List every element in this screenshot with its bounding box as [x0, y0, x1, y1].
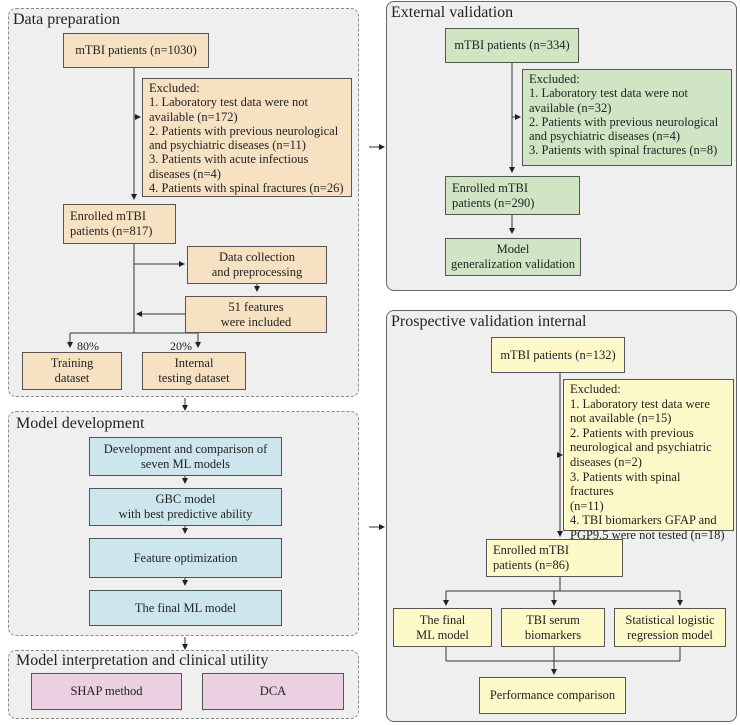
training-dataset-box: Training dataset — [22, 352, 122, 390]
external-enrolled-box: Enrolled mTBI patients (n=290) — [445, 176, 580, 215]
logistic-regression-box: Statistical logistic regression model — [614, 608, 726, 647]
excluded-line: PGP9.5 were not tested (n=18) — [570, 527, 725, 542]
performance-comparison-box: Performance comparison — [479, 677, 626, 714]
excluded-line: 3. Patients with spinal fractures (n=8) — [529, 143, 718, 158]
test-percent-label: 20% — [170, 339, 192, 353]
excluded-line: 3. Patients with spinal fractures — [570, 469, 681, 499]
external-excluded-box: Excluded: 1. Laboratory test data were n… — [522, 69, 732, 166]
excluded-line: 2. Patients with previous neurological — [529, 114, 719, 129]
excluded-line: (n=11) — [570, 498, 604, 513]
excluded-line: diseases (n=4) — [149, 166, 221, 181]
excluded-line: Excluded: — [149, 81, 200, 95]
tbi-serum-biomarkers-box: TBI serum biomarkers — [501, 608, 605, 647]
prospective-enrolled-box: Enrolled mTBI patients (n=86) — [486, 539, 623, 577]
excluded-line: 4. TBI biomarkers GFAP and — [570, 513, 717, 528]
excluded-line: 2. Patients with previous — [570, 425, 694, 440]
gbc-model-box: GBC model with best predictive ability — [89, 488, 282, 526]
feature-optimization-box: Feature optimization — [89, 538, 282, 578]
external-patients-box: mTBI patients (n=334) — [445, 28, 579, 63]
final-ml-model-box: The final ML model — [89, 590, 282, 626]
final-model-box: The final ML model — [393, 608, 492, 647]
data-collection-box: Data collection and preprocessing — [187, 246, 327, 284]
prospective-validation-title: Prospective validation internal — [391, 313, 587, 330]
excluded-line: 1. Laboratory test data were not — [529, 86, 688, 101]
train-percent-label: 80% — [77, 339, 99, 353]
excluded-line: 1. Laboratory test data were — [570, 396, 710, 411]
excluded-line: 2. Patients with previous neurological — [149, 123, 339, 138]
excluded-line: 3. Patients with acute infectious — [149, 152, 309, 167]
enrolled-box: Enrolled mTBI patients (n=817) — [63, 204, 176, 244]
generalization-validation-box: Model generalization validation — [445, 238, 581, 276]
internal-testing-box: Internal testing dataset — [142, 352, 246, 390]
excluded-line: 4. Patients with spinal fractures (n=26) — [149, 181, 344, 196]
interpretation-title: Model interpretation and clinical utilit… — [16, 652, 269, 669]
excluded-box: Excluded: 1. Laboratory test data were n… — [142, 78, 352, 197]
excluded-line: neurological and psychiatric — [570, 440, 712, 455]
excluded-line: not available (n=15) — [570, 411, 672, 426]
excluded-line: and psychiatric diseases (n=11) — [149, 138, 306, 153]
ml-comparison-box: Development and comparison of seven ML m… — [89, 437, 282, 476]
mtbi-patients-box: mTBI patients (n=1030) — [63, 33, 209, 68]
excluded-line: and psychiatric diseases (n=4) — [529, 129, 681, 144]
excluded-line: available (n=172) — [149, 109, 238, 124]
data-preparation-title: Data preparation — [13, 11, 121, 28]
excluded-line: 1. Laboratory test data were not — [149, 95, 308, 110]
dca-box: DCA — [202, 673, 344, 710]
excluded-line: available (n=32) — [529, 100, 612, 115]
shap-method-box: SHAP method — [31, 673, 182, 710]
prospective-patients-box: mTBI patients (n=132) — [491, 337, 625, 373]
features-box: 51 features were included — [185, 296, 327, 333]
excluded-line: Excluded: — [529, 72, 580, 86]
excluded-line: Excluded: — [570, 382, 621, 396]
external-validation-title: External validation — [391, 4, 514, 21]
model-development-title: Model development — [16, 415, 145, 432]
excluded-line: diseases (n=2) — [570, 454, 642, 469]
prospective-excluded-box: Excluded: 1. Laboratory test data were n… — [563, 379, 734, 542]
